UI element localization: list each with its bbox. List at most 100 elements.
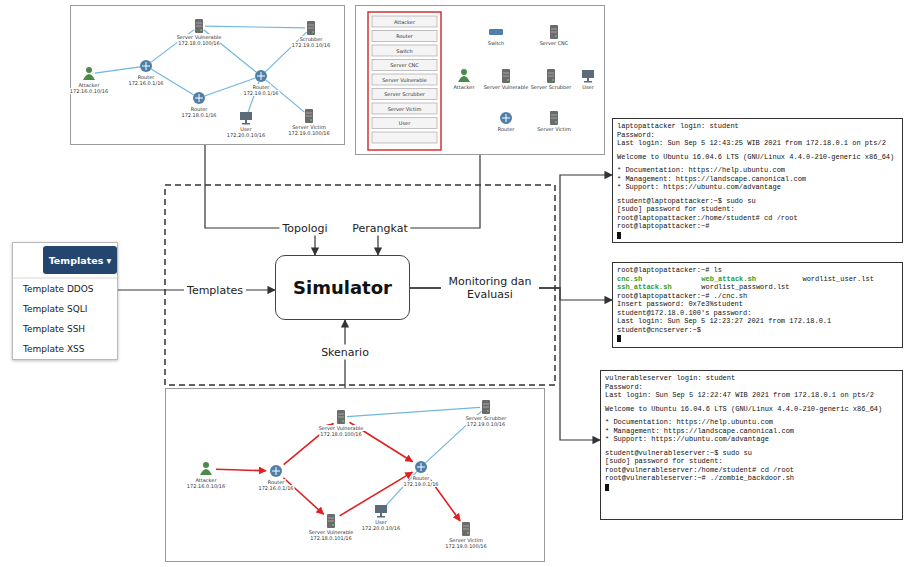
ip-address: 172.18.0.1/16: [180, 112, 217, 118]
network-link: [205, 26, 305, 28]
terminal-window: root@laptopattacker:~# lscnc.shweb_attac…: [612, 262, 903, 348]
simulator-label: Simulator: [293, 277, 392, 298]
device-icon: [83, 67, 95, 80]
device-button: [372, 31, 437, 42]
device-button: [372, 45, 437, 56]
device-icon: [547, 69, 555, 83]
ip-address: 172.18.0.100/16: [319, 431, 362, 437]
terminal-line: [sudo] password for student:: [605, 457, 898, 466]
button-label: User: [398, 120, 411, 126]
terminal-cursor: [605, 484, 609, 491]
terminal-line: Last login: Sun Sep 5 12:22:47 WIB 2021 …: [605, 391, 898, 400]
menu-item: Template SQLI: [23, 304, 87, 314]
terminal-line: root@vulnerableserver:/home/student# cd …: [605, 466, 898, 475]
edge-label: Skenario: [318, 345, 372, 360]
terminal-line: Insert password: 0x7e3%student: [617, 300, 898, 309]
device-icon: [200, 462, 212, 475]
menu-item: Template XSS: [23, 344, 85, 354]
device-icon: [502, 69, 510, 83]
terminal-line: cnc.sh: [617, 275, 701, 284]
ip-address: 172.18.0.100/16: [177, 40, 220, 46]
device-icon: [550, 111, 558, 125]
menu-item: Template SSH: [23, 324, 85, 334]
device-icon: [193, 92, 205, 104]
device-label: Attacker: [453, 84, 476, 90]
terminal-window: laptopattacker login: studentPassword:La…: [612, 118, 903, 243]
device-icon: [458, 69, 470, 82]
topology-panel: Attacker172.16.0.10/16Router172.16.0.1/1…: [70, 5, 345, 145]
device-label: Server Scrubber: [530, 84, 573, 90]
device-icon: [307, 21, 315, 35]
edge-label: Topologi: [279, 221, 330, 236]
terminal-line: wordlist_password.lst: [701, 283, 802, 292]
device-button: [372, 89, 437, 100]
device-list: [368, 12, 441, 150]
menu-item: Template DDOS: [23, 284, 94, 294]
device-icon: [415, 461, 427, 473]
terminal-line: root@laptopattacker:/home/student# cd /r…: [617, 214, 898, 223]
terminal-line: laptopattacker login: student: [617, 122, 898, 131]
terminal-line: wordlist_user.lst: [802, 275, 898, 284]
terminal-line: Welcome to Ubuntu 16.04.6 LTS (GNU/Linux…: [605, 405, 898, 414]
terminal-line: student@laptopattacker:~$ sudo su: [617, 197, 898, 206]
terminal-line: root@laptopattacker:~#: [617, 222, 898, 231]
dropdown-button: [43, 246, 117, 274]
button-label: Server Scrubber: [383, 91, 426, 97]
ip-address: 172.19.0.1/16: [242, 90, 279, 96]
terminal-line: vulnerableserver login: student: [605, 374, 898, 383]
device-label: Switch: [487, 40, 506, 46]
terminal-line: * Support: https://ubuntu.com/advantage: [617, 183, 898, 192]
device-icon: [270, 465, 282, 477]
terminal-line: * Management: https://landscape.canonica…: [617, 175, 898, 184]
device-button: [372, 118, 437, 129]
template-menu: Templates ▾ Template DDOS Template SQLI Tem…: [12, 242, 118, 360]
button-label: Switch: [395, 48, 414, 54]
attack-path: [283, 478, 323, 515]
device-icon: [482, 400, 490, 414]
terminal-line: root@laptopattacker:~# ./cnc.sh: [617, 292, 898, 301]
device-icon: [550, 25, 558, 39]
flow-arrow: [378, 155, 480, 255]
terminal-cursor: [617, 335, 621, 342]
device-icon: [195, 19, 203, 33]
ip-address: 172.19.0.1/16: [402, 481, 439, 487]
edge-label: Perangkat: [349, 221, 410, 236]
device-icon: [582, 70, 594, 83]
terminal-line: [sudo] password for student:: [617, 205, 898, 214]
device-label: Router: [497, 126, 516, 132]
ip-address: 172.19.0.10/16: [466, 421, 506, 427]
ip-address: 172.16.0.1/16: [127, 80, 164, 86]
network-link: [266, 80, 305, 112]
ip-address: 172.20.0.10/16: [226, 132, 266, 138]
terminal-line: Password:: [617, 131, 898, 140]
device-icon: [305, 109, 313, 123]
menu-divider: [13, 278, 119, 279]
device-icon: [489, 29, 503, 35]
terminal-line: Welcome to Ubuntu 16.04.6 LTS (GNU/Linux…: [617, 153, 898, 162]
terminal-line: student@172.18.0.100's password:: [617, 309, 898, 318]
edge-label: Templates: [184, 283, 246, 298]
terminal-line: root@vulnerableserver:~# ./zombie_backdo…: [605, 474, 898, 483]
device-button: [372, 16, 437, 27]
device-button: [372, 132, 437, 143]
button-label: Attacker: [393, 19, 416, 25]
terminal-line: Last login: Sun Sep 5 12:43:25 WIB 2021 …: [617, 139, 898, 148]
attack-path: [216, 469, 266, 470]
button-label: Server Victim: [387, 106, 423, 112]
device-label: User: [581, 84, 594, 90]
device-icon: [327, 514, 335, 528]
button-label: Router: [395, 33, 414, 39]
device-panel: AttackerRouterSwitchServer CNCServer Vul…: [355, 5, 605, 155]
device-icon: [140, 60, 152, 72]
terminal-line: ssh_attack.sh: [617, 283, 701, 292]
ip-address: 172.19.0.100/16: [444, 543, 487, 549]
terminal-line: * Documentation: https://help.ubuntu.com: [605, 418, 898, 427]
scenario-panel: Attacker172.16.0.10/16Router172.16.0.1/1…: [165, 388, 545, 562]
device-icon: [337, 410, 345, 424]
ip-address: 172.20.0.10/16: [361, 525, 401, 531]
ip-address: 172.16.0.1/16: [257, 485, 294, 491]
dropdown-label: Templates ▾: [49, 255, 112, 266]
terminal-window: vulnerableserver login: studentPassword:…: [600, 370, 903, 520]
terminal-line: Last login: Sun Sep 5 12:23:27 2021 from…: [617, 317, 898, 326]
